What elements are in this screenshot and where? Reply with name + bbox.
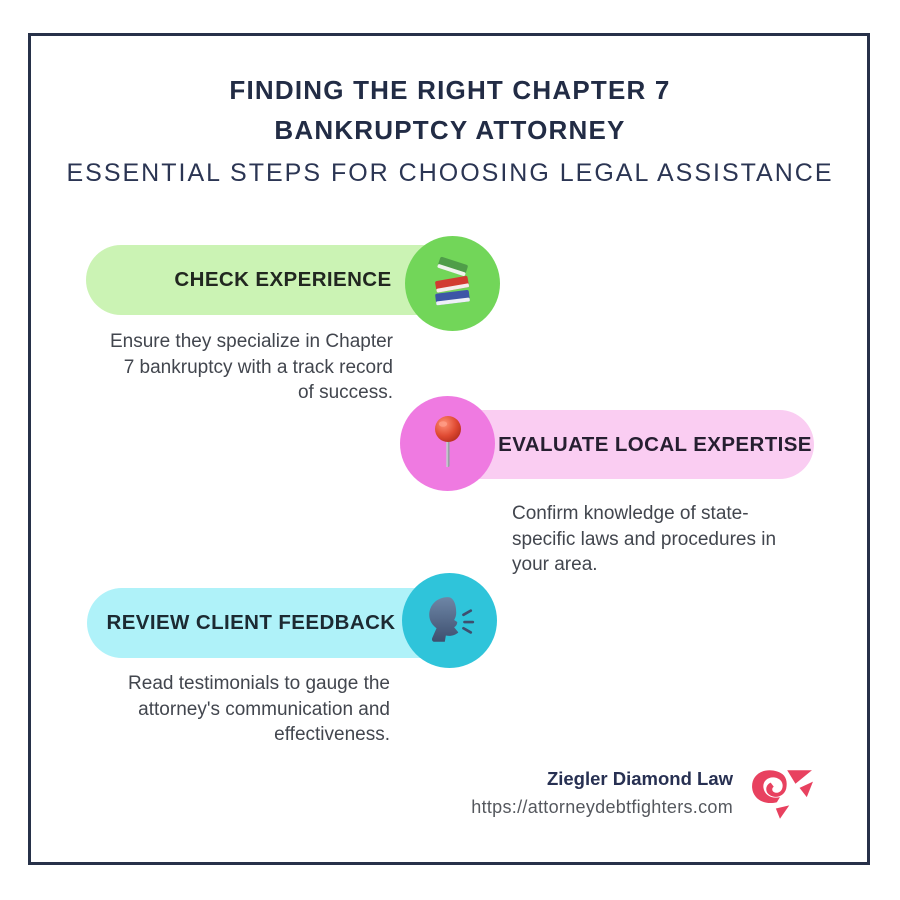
law-firm-logo-icon bbox=[748, 764, 814, 824]
step-1-description: Ensure they specialize in Chapter 7 bank… bbox=[109, 331, 393, 403]
step-2-pill bbox=[434, 410, 814, 479]
step-2-title: EVALUATE LOCAL EXPERTISE bbox=[498, 432, 812, 456]
step-3-title: REVIEW CLIENT FEEDBACK bbox=[106, 611, 396, 634]
speaking-head-icon bbox=[422, 593, 478, 649]
step-2-icon-circle bbox=[400, 396, 495, 491]
page-title: FINDING THE RIGHT CHAPTER 7 BANKRUPTCY A… bbox=[229, 75, 671, 145]
footer-brand-name: Ziegler Diamond Law bbox=[546, 768, 733, 789]
page-border-frame bbox=[28, 33, 870, 865]
step-1-icon-circle bbox=[405, 236, 500, 331]
step-1-pill bbox=[86, 245, 462, 315]
round-pushpin-icon bbox=[422, 414, 474, 474]
step-2-description: Confirm knowledge of state-specific laws… bbox=[512, 503, 777, 575]
books-icon bbox=[424, 255, 482, 313]
step-3-description: Read testimonials to gauge the attorney'… bbox=[128, 673, 390, 745]
step-3-pill bbox=[87, 588, 461, 658]
step-3-icon-circle bbox=[402, 573, 497, 668]
page-subtitle: ESSENTIAL STEPS FOR CHOOSING LEGAL ASSIS… bbox=[66, 159, 834, 187]
footer-website-url[interactable]: https://attorneydebtfighters.com bbox=[471, 797, 733, 817]
step-1-title: CHECK EXPERIENCE bbox=[174, 268, 392, 291]
